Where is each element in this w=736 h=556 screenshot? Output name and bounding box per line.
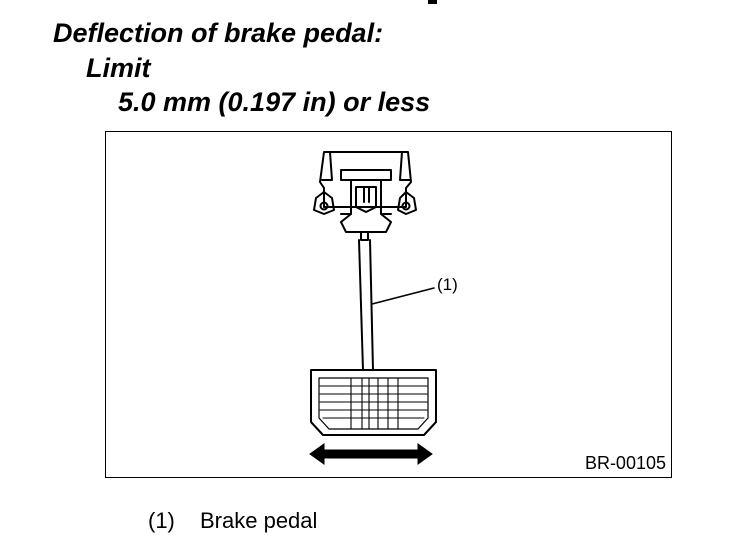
legend-label: Brake pedal — [200, 508, 318, 533]
double-arrow-icon — [309, 443, 433, 465]
spec-heading: Deflection of brake pedal: — [53, 18, 384, 48]
limit-label: Limit — [86, 53, 151, 83]
legend-number: (1) — [148, 508, 175, 533]
brake-pedal-figure: (1) BR-00105 — [105, 131, 672, 478]
limit-value: 5.0 mm (0.197 in) or less — [118, 87, 431, 117]
brake-pedal-illustration — [309, 151, 437, 465]
pedal-pad — [310, 369, 437, 436]
specification: Deflection of brake pedal: Limit 5.0 mm … — [0, 0, 736, 125]
pedal-arm — [358, 231, 374, 371]
callout-leader — [371, 287, 435, 305]
figure-legend: (1) Brake pedal — [148, 508, 317, 534]
pedal-bracket — [313, 151, 417, 233]
figure-code: BR-00105 — [584, 453, 666, 473]
callout-label: (1) — [437, 275, 458, 294]
text-fragment — [428, 0, 437, 4]
